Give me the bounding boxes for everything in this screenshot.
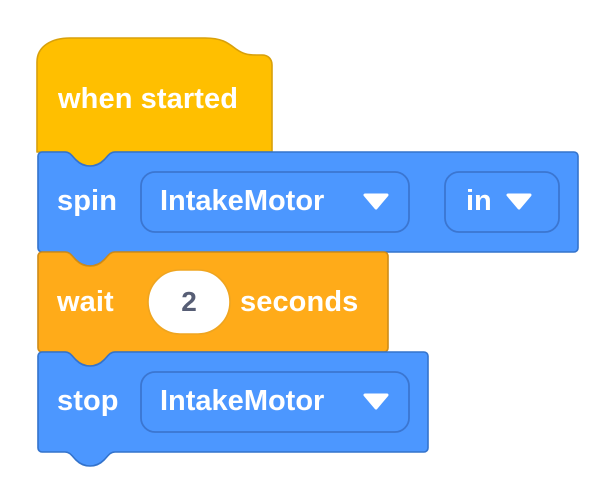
spin-direction-dropdown-value[interactable]: in [466, 185, 492, 217]
stop-label: stop [57, 385, 119, 417]
wait-seconds-input-frame[interactable] [147, 269, 231, 335]
spin-label: spin [57, 185, 118, 217]
wait-seconds-unit-label: seconds [240, 286, 359, 318]
spin-direction-dropdown-frame[interactable] [444, 171, 560, 233]
spin-motor-dropdown-frame[interactable] [140, 171, 410, 233]
stop-motor-dropdown-value[interactable]: IntakeMotor [160, 385, 325, 417]
stop-motor-dropdown-frame[interactable] [140, 371, 410, 433]
when-started-label: when started [58, 83, 239, 115]
wait-label: wait [57, 286, 114, 318]
spin-motor-dropdown-value[interactable]: IntakeMotor [160, 185, 325, 217]
block-stop[interactable] [37, 351, 429, 467]
wait-seconds-input-value[interactable]: 2 [181, 286, 197, 317]
